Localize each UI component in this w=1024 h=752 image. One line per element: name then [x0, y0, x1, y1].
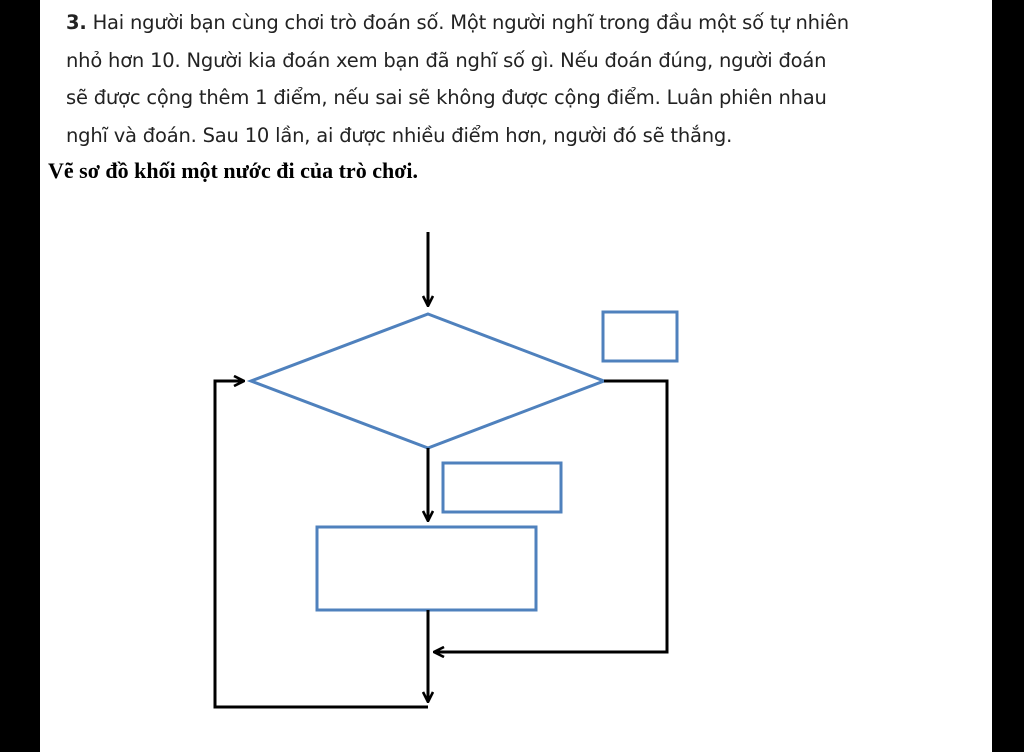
loop-back-line [213, 381, 428, 709]
branch-label-box-right [601, 310, 679, 363]
branch-label-box-down [441, 461, 563, 514]
problem-number: 3. [66, 11, 87, 34]
problem-statement: 3. Hai người bạn cùng chơi trò đoán số. … [66, 4, 986, 154]
process-box [315, 525, 538, 612]
right-branch-line [434, 379, 669, 652]
problem-line-4: nghĩ và đoán. Sau 10 lần, ai được nhiều … [66, 123, 733, 147]
decision-diamond [246, 312, 609, 450]
worksheet-page: 3. Hai người bạn cùng chơi trò đoán số. … [40, 0, 992, 752]
problem-line-2: nhỏ hơn 10. Người kia đoán xem bạn đã ng… [66, 48, 827, 72]
problem-line-3: sẽ được cộng thêm 1 điểm, nếu sai sẽ khô… [66, 86, 827, 109]
task-instruction: Vẽ sơ đồ khối một nước đi của trò chơi. [48, 158, 418, 183]
problem-line-1: 3. Hai người bạn cùng chơi trò đoán số. … [66, 11, 849, 34]
